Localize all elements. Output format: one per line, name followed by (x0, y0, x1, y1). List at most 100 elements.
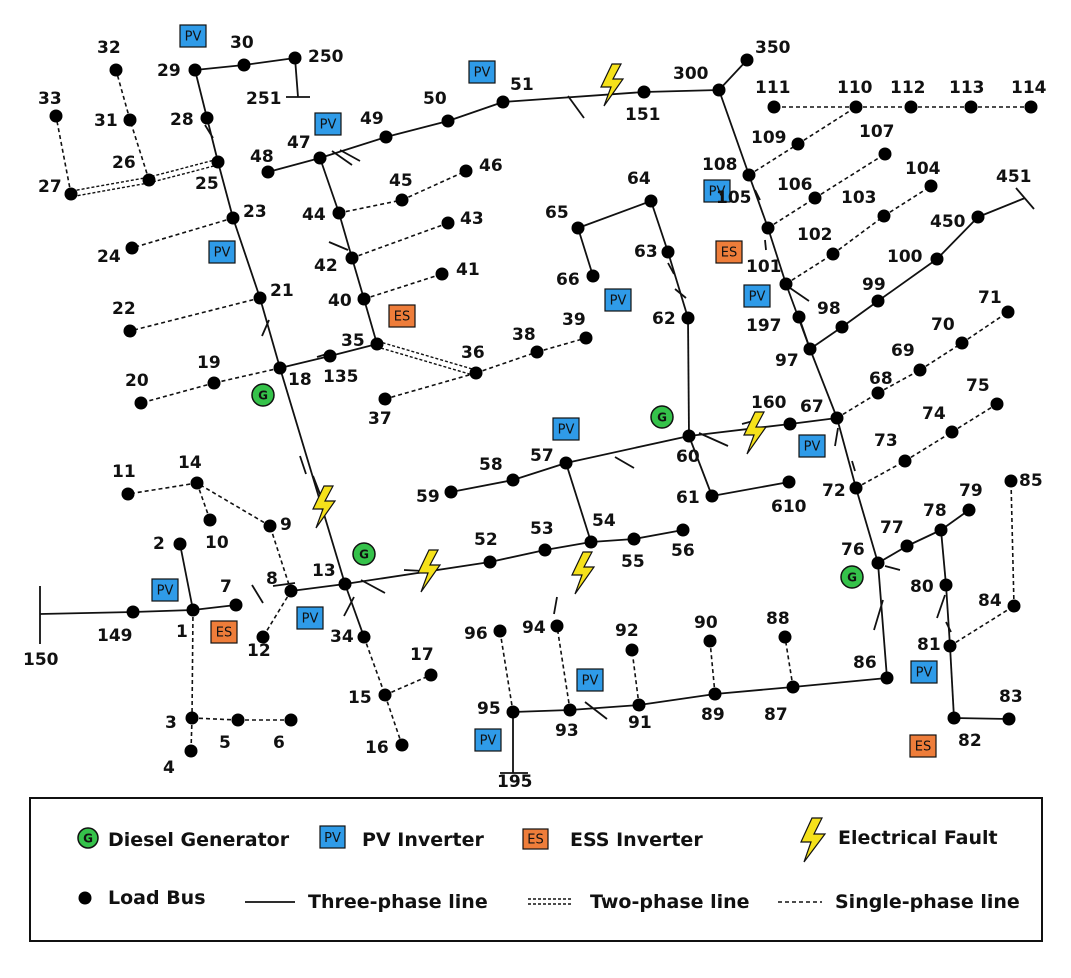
line-78-80 (940, 529, 947, 586)
bus-35 (370, 337, 384, 351)
bus-102 (826, 247, 840, 261)
legend-pv-symbol: PV (324, 831, 341, 846)
switch-mark-27 (764, 239, 767, 251)
bus-label-49: 49 (360, 109, 384, 129)
line-60-62 (687, 317, 690, 437)
line-14-11 (127, 482, 198, 495)
switch-mark-20 (834, 427, 839, 447)
bus-label-54: 54 (592, 511, 616, 531)
line-150-149 (39, 611, 134, 615)
bus-label-160: 160 (751, 393, 787, 413)
legend-es-symbol: ES (527, 833, 543, 848)
bus-149 (126, 605, 140, 619)
bus-29 (188, 63, 202, 77)
bus-label-26: 26 (112, 153, 136, 173)
bus-label-2: 2 (153, 534, 165, 554)
line-44-45 (338, 199, 403, 214)
bus-32 (109, 63, 123, 77)
line-35-36 (376, 340, 477, 377)
bus-77 (900, 539, 914, 553)
bus-55 (627, 532, 641, 546)
generator-bus-60: G (650, 405, 674, 429)
bus-label-114: 114 (1011, 78, 1047, 98)
line-34-15 (363, 636, 386, 696)
bus-101 (779, 277, 793, 291)
bus-28 (200, 111, 214, 125)
ess-inverter-bus-40: ES (388, 304, 416, 328)
ess-inverter-bus-1: ES (210, 620, 238, 644)
bus-41 (435, 267, 449, 281)
bus-label-27: 27 (38, 177, 62, 197)
generator-bus-76: G (840, 565, 864, 589)
line-40-42 (351, 257, 365, 300)
bus-100 (930, 252, 944, 266)
bus-label-105: 105 (716, 188, 752, 208)
bus-label-63: 63 (634, 242, 658, 262)
bus-25 (211, 155, 225, 169)
bus-label-109: 109 (751, 128, 787, 148)
bus-86 (880, 671, 894, 685)
bus-76 (871, 556, 885, 570)
bus-label-52: 52 (474, 530, 498, 550)
switch-mark-23 (873, 599, 884, 631)
bus-9 (263, 519, 277, 533)
bus-label-97: 97 (775, 351, 799, 371)
bus-label-57: 57 (530, 446, 554, 466)
es-symbol-40: ES (394, 310, 410, 325)
line-21-23 (232, 217, 261, 299)
bus-label-96: 96 (464, 624, 488, 644)
bus-24 (125, 241, 139, 255)
pv-inverter-bus-81: PV (910, 660, 938, 684)
legend-gen-icon: G (77, 827, 99, 849)
pv-symbol-23: PV (214, 246, 231, 261)
bus-12 (256, 630, 270, 644)
bus-6 (284, 713, 298, 727)
bus-label-77: 77 (880, 518, 904, 538)
legend-frame (29, 797, 1043, 942)
bus-250 (288, 51, 302, 65)
bus-15 (378, 688, 392, 702)
switch-mark-9 (261, 319, 270, 337)
line-105-106 (767, 197, 816, 229)
line-28-29 (194, 69, 208, 119)
bus-label-135: 135 (323, 367, 359, 387)
line-67-72 (836, 417, 857, 489)
switch-layer (204, 95, 952, 720)
bus-70 (955, 336, 969, 350)
line-18-135 (279, 355, 331, 369)
switch-mark-16 (698, 432, 729, 447)
bus-62 (681, 311, 695, 325)
bus-58 (506, 473, 520, 487)
bus-label-93: 93 (555, 721, 579, 741)
line-53-54 (544, 541, 592, 551)
generator-symbol-18: G (258, 389, 268, 403)
line-8-13 (290, 583, 346, 592)
ess-inverter-bus-82: ES (909, 734, 937, 758)
bus-label-149: 149 (97, 626, 133, 646)
switch-mark-11 (328, 241, 349, 251)
bus-33 (49, 109, 63, 123)
pv-symbol-108: PV (709, 185, 726, 200)
legend-label-ess-inverter: ESS Inverter (570, 829, 703, 851)
bus-label-32: 32 (97, 38, 121, 58)
pv-symbol-57: PV (558, 423, 575, 438)
bus-label-112: 112 (890, 78, 926, 98)
line-25-28 (206, 117, 219, 163)
es-symbol-105: ES (721, 246, 737, 261)
line-81-84 (949, 605, 1015, 647)
legend-label-pv-inverter: PV Inverter (362, 829, 484, 851)
bus-label-51: 51 (510, 75, 534, 95)
fault-151-300 (600, 63, 625, 107)
bus-83 (1002, 712, 1016, 726)
bus-label-62: 62 (652, 309, 676, 329)
bus-197 (792, 310, 806, 324)
bus-label-71: 71 (978, 288, 1002, 308)
switch-mark-14 (614, 456, 635, 469)
bus-87 (786, 680, 800, 694)
bus-21 (253, 291, 267, 305)
line-27-33 (55, 115, 72, 195)
line-91-93 (569, 704, 640, 711)
line-18-21 (259, 297, 281, 369)
